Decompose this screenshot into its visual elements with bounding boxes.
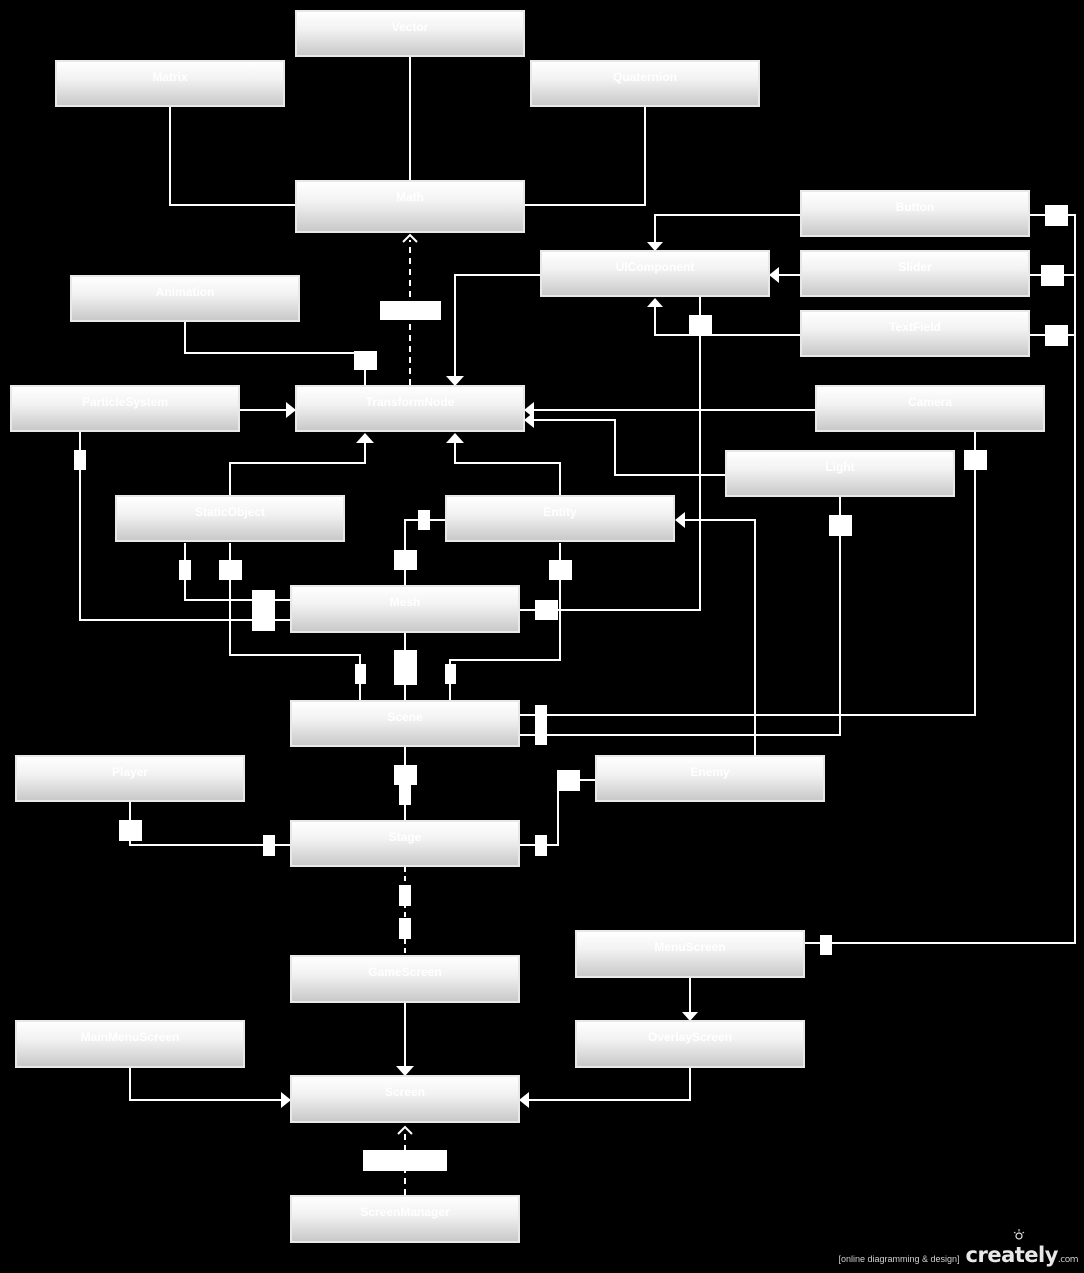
multiplicity-marker — [535, 725, 547, 745]
multiplicity-marker — [399, 785, 411, 805]
arrowhead-screen-left — [281, 1092, 291, 1108]
connector-player-stage — [129, 802, 290, 846]
arrowhead-transformnode-right-2 — [524, 412, 534, 428]
class-slider[interactable]: Slider — [800, 250, 1030, 297]
arrowhead-transformnode-left — [286, 402, 296, 418]
connector-quaternion-math — [525, 107, 646, 206]
multiplicity-marker — [549, 560, 572, 580]
class-textfield[interactable]: TextField — [800, 310, 1030, 357]
multiplicity-marker — [394, 665, 417, 685]
watermark-suffix: .com — [1057, 1255, 1079, 1265]
multiplicity-marker — [394, 765, 417, 785]
class-scene[interactable]: Scene — [290, 700, 520, 747]
connector-enemy-entity — [684, 519, 756, 755]
multiplicity-marker — [445, 664, 456, 684]
dependency-label-box — [380, 301, 441, 320]
multiplicity-marker — [394, 550, 417, 570]
arrowhead-screen-right — [519, 1092, 529, 1108]
multiplicity-marker — [535, 835, 547, 856]
multiplicity-marker — [535, 600, 558, 620]
multiplicity-marker — [252, 590, 275, 611]
creately-logo: creately.com — [965, 1229, 1079, 1267]
arrowhead-overlayscreen — [682, 1012, 698, 1021]
multiplicity-marker — [1045, 205, 1068, 226]
class-particlesystem[interactable]: ParticleSystem — [10, 385, 240, 432]
class-quaternion[interactable]: Quaternion — [530, 60, 760, 107]
class-staticobject[interactable]: StaticObject — [115, 495, 345, 542]
connector-animation-transformnode — [184, 322, 366, 385]
connector-staticobject-transformnode — [229, 442, 366, 495]
class-transformnode[interactable]: TransformNode — [295, 385, 525, 432]
watermark-brand: creately — [965, 1243, 1059, 1267]
class-animation[interactable]: Animation — [70, 275, 300, 322]
watermark-tagline: [online diagramming & design] — [838, 1254, 960, 1264]
class-camera[interactable]: Camera — [815, 385, 1045, 432]
connector-camera-scene — [520, 432, 976, 716]
connector-light-scene — [520, 497, 841, 736]
multiplicity-marker — [355, 664, 366, 684]
connector-entity-transformnode — [454, 442, 561, 495]
multiplicity-marker — [179, 560, 191, 580]
multiplicity-marker — [354, 351, 377, 370]
multiplicity-marker — [1045, 325, 1068, 346]
class-menuscreen[interactable]: MenuScreen — [575, 930, 805, 978]
class-enemy[interactable]: Enemy — [595, 755, 825, 802]
connector-particlesystem-mesh — [79, 432, 290, 621]
arrowhead-math — [402, 233, 418, 243]
multiplicity-marker — [252, 610, 275, 631]
arrowhead-entity — [675, 512, 685, 528]
multiplicity-marker — [829, 515, 852, 536]
arrowhead-screen-top — [396, 1066, 414, 1076]
connector-light-transformnode — [534, 419, 725, 476]
connector-matrix-math — [169, 107, 295, 206]
multiplicity-marker — [74, 450, 86, 470]
class-screenmanager[interactable]: ScreenManager — [290, 1195, 520, 1243]
multiplicity-marker — [219, 560, 242, 580]
arrowhead-transformnode-bottom-2 — [446, 433, 464, 443]
class-button[interactable]: Button — [800, 190, 1030, 237]
connector-textfield-uicomponent — [654, 307, 800, 336]
multiplicity-marker — [964, 450, 987, 470]
multiplicity-marker — [557, 770, 580, 791]
multiplicity-marker — [418, 510, 430, 530]
multiplicity-marker — [1041, 265, 1064, 286]
multiplicity-marker — [399, 918, 411, 939]
connector-mainmenuscreen-screen — [129, 1068, 282, 1101]
connector-button-uicomponent — [654, 214, 800, 243]
dependency-label-box — [363, 1150, 447, 1171]
class-mesh[interactable]: Mesh — [290, 585, 520, 633]
multiplicity-marker — [689, 315, 712, 335]
multiplicity-marker — [399, 885, 411, 906]
arrowhead-transformnode-bottom-1 — [356, 433, 374, 443]
connector-uicomponent-transformnode — [454, 274, 540, 377]
arrowhead-screen — [397, 1125, 413, 1135]
class-player[interactable]: Player — [15, 755, 245, 802]
arrowhead-transformnode-top — [446, 376, 464, 386]
multiplicity-marker — [535, 705, 547, 725]
class-screen[interactable]: Screen — [290, 1075, 520, 1123]
class-math[interactable]: Math — [295, 180, 525, 233]
creately-watermark: [online diagramming & design] creately.c… — [838, 1229, 1079, 1267]
multiplicity-marker — [820, 935, 832, 955]
multiplicity-marker — [263, 835, 275, 856]
class-vector[interactable]: Vector — [295, 10, 525, 57]
arrowhead-uicomponent-bottom — [647, 298, 663, 307]
arrowhead-uicomponent-right — [769, 267, 779, 283]
connector-overlayscreen-screen — [528, 1068, 691, 1101]
class-matrix[interactable]: Matrix — [55, 60, 285, 107]
class-overlayscreen[interactable]: OverlayScreen — [575, 1020, 805, 1068]
class-gamescreen[interactable]: GameScreen — [290, 955, 520, 1003]
class-mainmenuscreen[interactable]: MainMenuScreen — [15, 1020, 245, 1068]
class-stage[interactable]: Stage — [290, 820, 520, 867]
multiplicity-marker — [119, 820, 142, 841]
class-light[interactable]: Light — [725, 450, 955, 497]
connector-uicomponent-mesh — [520, 297, 701, 611]
class-uicomponent[interactable]: UIComponent — [540, 250, 770, 297]
arrowhead-uicomponent-top — [647, 242, 663, 251]
class-entity[interactable]: Entity — [445, 495, 675, 542]
lightbulb-icon — [1013, 1229, 1024, 1240]
